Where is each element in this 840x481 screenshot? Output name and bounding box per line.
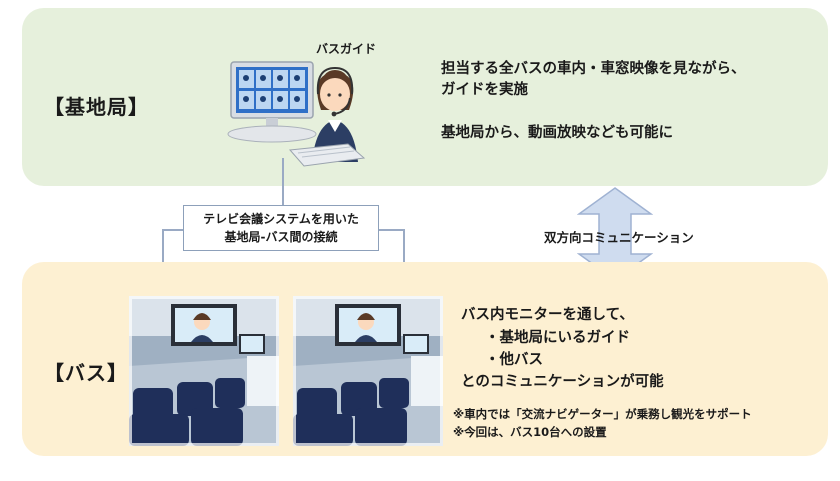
bus-desc-line-1: バス内モニターを通して、 <box>461 307 634 323</box>
guide-operator-illustration <box>218 58 383 176</box>
connector-line-right <box>379 229 404 231</box>
station-desc-line-2: ガイドを実施 <box>441 82 528 98</box>
base-station-label: 【基地局】 <box>44 95 149 119</box>
bidirectional-label: 双方向コミュニケーション <box>544 230 694 245</box>
station-desc-line-1: 担当する全バスの車内・車窓映像を見ながら、 <box>441 61 746 77</box>
connector-line-left <box>162 229 183 231</box>
guide-caption: バスガイド <box>316 42 377 56</box>
connection-line-2: 基地局-バス間の接続 <box>224 230 338 244</box>
bus-note-2: ※今回は、バス10台への設置 <box>453 425 607 439</box>
bus-label: 【バス】 <box>44 361 128 385</box>
connector-line-top <box>282 158 284 205</box>
bus-desc-item-2: ・他バス <box>485 352 543 368</box>
connection-line-1: テレビ会議システムを用いた <box>203 212 359 226</box>
bus-interior-photo-2 <box>293 296 443 446</box>
connection-box: テレビ会議システムを用いた 基地局-バス間の接続 <box>183 205 379 251</box>
base-station-panel <box>22 8 828 186</box>
bus-desc-line-4: とのコミュニケーションが可能 <box>461 374 664 390</box>
bus-note-1: ※車内では「交流ナビゲーター」が乗務し観光をサポート <box>453 407 752 421</box>
bus-interior-photo-1 <box>129 296 279 446</box>
bus-desc-item-1: ・基地局にいるガイド <box>485 330 630 346</box>
station-desc-line-3: 基地局から、動画放映なども可能に <box>441 125 673 141</box>
